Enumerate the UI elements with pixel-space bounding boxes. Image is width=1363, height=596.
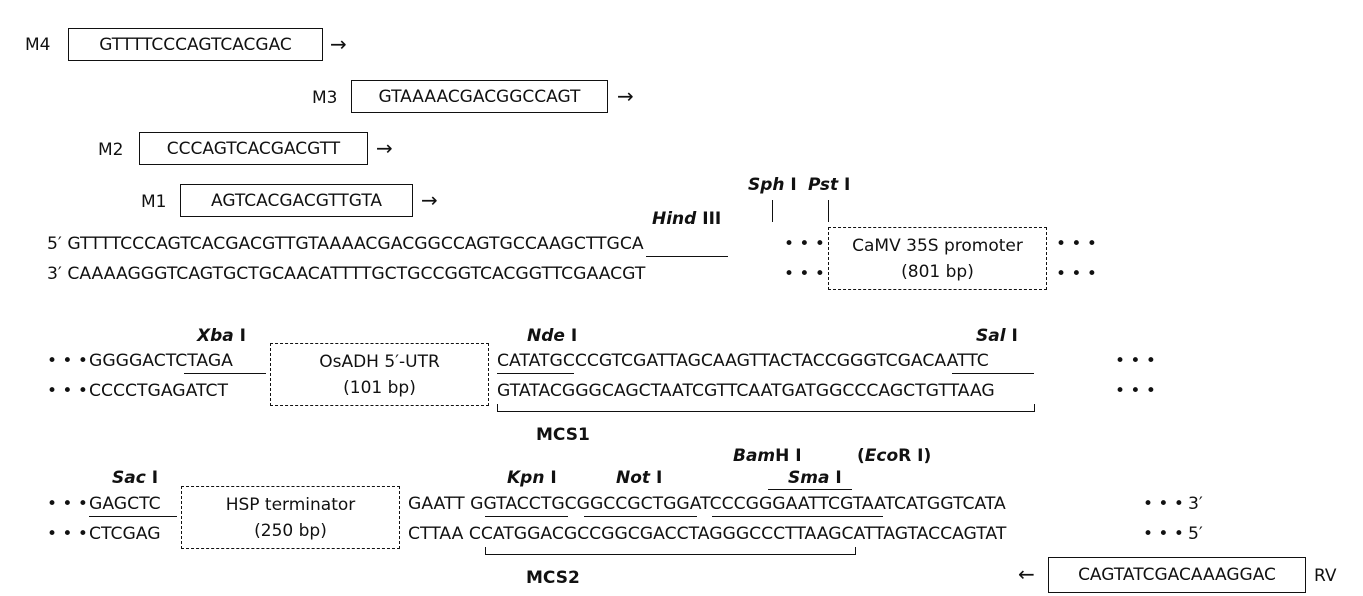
primer-m3-arrow: →: [617, 84, 634, 108]
mcs1-label: MCS1: [536, 425, 590, 445]
sph-marker-line: [772, 200, 773, 222]
primer-m4-label: M4: [25, 35, 51, 55]
site-sal-i: Sal I: [976, 326, 1018, 346]
block3-top-dots-right: • • •: [1143, 494, 1184, 514]
block1-top-dots: • • •: [784, 234, 825, 254]
xba-site-seq: TCTAGA: [165, 351, 233, 371]
block3-bottom-end: 5′: [1188, 524, 1203, 544]
osadh-utr-box: OsADH 5′-UTR (101 bp): [270, 343, 489, 406]
sal-site-seq: GTCGAC: [863, 351, 935, 371]
site-sma-i: Sma I: [788, 468, 842, 488]
site-ecor-i: (EcoR I): [857, 446, 932, 466]
nde-site-seq: CATATG: [497, 351, 563, 371]
primer-rv-label: RV: [1314, 566, 1337, 586]
block3-top-dots-left: • • •: [47, 494, 88, 514]
block3-top-end: 3′: [1188, 494, 1203, 514]
primer-m4-arrow: →: [330, 32, 347, 56]
camv-35s-promoter-box: CaMV 35S promoter (801 bp): [828, 227, 1047, 290]
site-bamh-i: BamH I: [733, 446, 802, 466]
mcs1-bracket: [497, 404, 1035, 412]
primer-m3-seq: GTAAAACGACGGCCAGT: [378, 86, 581, 107]
hind-site-underline: [646, 256, 728, 257]
primer-rv-box: CAGTATCGACAAAGGAC: [1048, 557, 1306, 593]
kpn-site-underline: [485, 516, 568, 517]
block2-bottom-dots-right: • • •: [1115, 381, 1156, 401]
sal-site-underline: [952, 373, 1034, 374]
block3-bottom-right-seq: CTTAA CCATGGACGCCGGCGACCTAGGGCCCTTAAGCAT…: [408, 524, 1007, 544]
eco-site-seq: AATTC: [785, 494, 840, 514]
primer-rv-arrow: ←: [1018, 562, 1035, 586]
osadh-box-title: OsADH 5′-UTR: [319, 351, 440, 372]
site-sac-i: Sac I: [112, 468, 159, 488]
primer-m2-label: M2: [98, 140, 124, 160]
site-hind-iii: Hind III: [652, 209, 722, 229]
block2-top-dots-right: • • •: [1115, 351, 1156, 371]
mcs2-label: MCS2: [526, 568, 580, 588]
site-kpn-i: Kpn I: [507, 468, 557, 488]
block1-bottom-dots-right: • • •: [1056, 264, 1097, 284]
block3-bottom-dots-right: • • •: [1143, 524, 1184, 544]
block1-top-dots-right: • • •: [1056, 234, 1097, 254]
primer-m1-arrow: →: [421, 188, 438, 212]
site-nde-i: Nde I: [527, 326, 578, 346]
hsp-box-title: HSP terminator: [225, 494, 356, 515]
bam-site-underline: [712, 516, 883, 517]
bam-site-seq: GGATCC: [663, 494, 734, 514]
sac-site-underline: [89, 516, 177, 517]
hind-site-seq: AAGCTT: [536, 234, 607, 254]
block3-bottom-left-seq: CTCGAG: [89, 524, 161, 544]
camv-box-size: (801 bp): [901, 261, 974, 282]
hsp-box-size: (250 bp): [254, 520, 327, 541]
not-site-underline: [584, 516, 697, 517]
block2-top-dots-left: • • •: [47, 351, 88, 371]
sac-site-seq: GAGCTC: [89, 494, 161, 514]
primer-m2-arrow: →: [376, 136, 393, 160]
site-sph-i: Sph I: [748, 175, 797, 195]
mcs2-bracket: [485, 547, 856, 555]
site-xba-i: Xba I: [197, 326, 246, 346]
primer-m1-box: AGTCACGACGTTGTA: [180, 184, 413, 217]
block2-top-left-seq: GGGGACTCTAGA: [89, 351, 233, 371]
block2-bottom-right-seq: GTATACGGGCAGCTAATCGTTCAATGATGGCCCAGCTGTT…: [497, 381, 995, 401]
xba-site-underline: [184, 373, 266, 374]
primer-m3-box: GTAAAACGACGGCCAGT: [351, 80, 608, 113]
primer-m1-seq: AGTCACGACGTTGTA: [210, 190, 383, 211]
primer-m4-box: GTTTTCCCAGTCACGAC: [68, 28, 323, 61]
sma-label-line: [768, 489, 852, 490]
block3-top-right-seq: GAATT GGTACCTGCGGCCGCTGGATCCCGGGAATTCGTA…: [408, 494, 1006, 514]
kpn-site-seq: GGTACC: [470, 494, 541, 514]
primer-m2-seq: CCCAGTCACGACGTT: [166, 138, 341, 159]
primer-m1-label: M1: [141, 192, 167, 212]
block1-top-strand: 5′ GTTTTCCCAGTCACGACGTTGTAAAACGACGGCCAGT…: [47, 234, 644, 254]
primer-rv-seq: CAGTATCGACAAAGGAC: [1078, 565, 1276, 585]
primer-m3-label: M3: [312, 88, 338, 108]
block1-bottom-strand: 3′ CAAAAGGGTCAGTGCTGCAACATTTTGCTGCCGGTCA…: [47, 264, 646, 284]
block3-bottom-dots-left: • • •: [47, 524, 88, 544]
osadh-box-size: (101 bp): [343, 377, 416, 398]
block1-bottom-dots: • • •: [784, 264, 825, 284]
nde-site-underline: [497, 373, 574, 374]
hsp-terminator-box: HSP terminator (250 bp): [181, 486, 400, 549]
primer-m2-box: CCCAGTCACGACGTT: [139, 132, 368, 165]
camv-box-title: CaMV 35S promoter: [852, 235, 1023, 256]
primer-m4-seq: GTTTTCCCAGTCACGAC: [99, 34, 292, 55]
site-pst-i: Pst I: [808, 175, 851, 195]
block2-bottom-left-seq: CCCCTGAGATCT: [89, 381, 229, 401]
pst-marker-line: [828, 200, 829, 222]
block2-bottom-dots-left: • • •: [47, 381, 88, 401]
block2-top-right-seq: CATATGCCCGTCGATTAGCAAGTTACTACCGGGTCGACAA…: [497, 351, 989, 371]
site-not-i: Not I: [616, 468, 663, 488]
not-site-seq: GCGGCCGC: [551, 494, 653, 514]
